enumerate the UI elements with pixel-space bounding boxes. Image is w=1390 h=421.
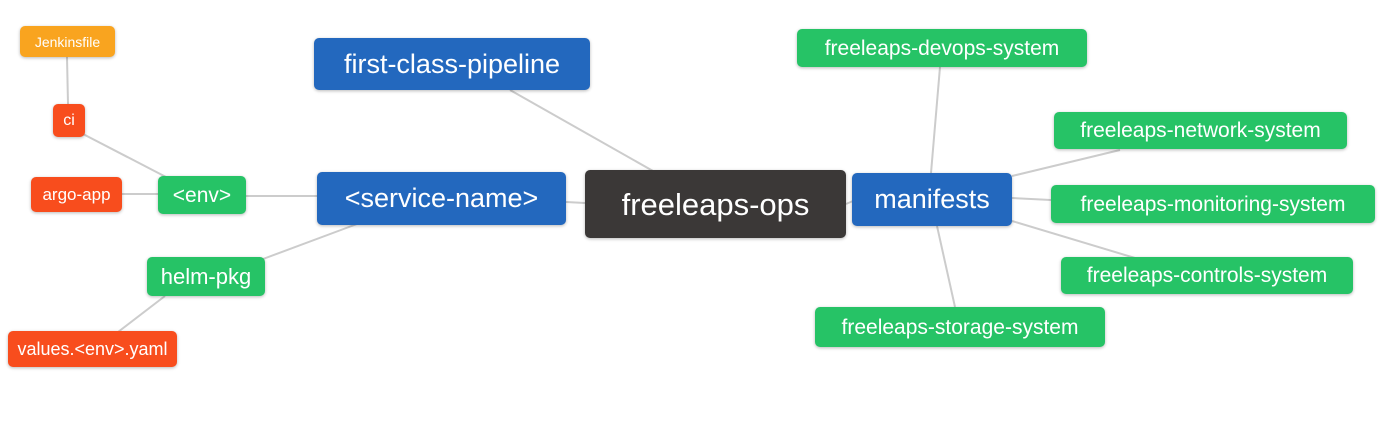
node-manifests[interactable]: manifests <box>852 173 1012 226</box>
node-freeleaps-storage-system[interactable]: freeleaps-storage-system <box>815 307 1105 347</box>
edge-manifests-monitoring <box>1011 197 1052 201</box>
node-freeleaps-controls-system[interactable]: freeleaps-controls-system <box>1061 257 1353 294</box>
node-jenkinsfile[interactable]: Jenkinsfile <box>20 26 115 57</box>
node-helm-pkg[interactable]: helm-pkg <box>147 257 265 296</box>
edge-helm-pkg-values <box>117 295 166 333</box>
node-service-name[interactable]: <service-name> <box>317 172 566 225</box>
node-env[interactable]: <env> <box>158 176 246 214</box>
edge-manifests-devops <box>930 66 941 174</box>
edge-freeleaps-ops-manifests <box>845 200 854 205</box>
node-values-env-yaml[interactable]: values.<env>.yaml <box>8 331 177 367</box>
edge-service-name-freeleaps-ops <box>565 201 586 204</box>
edge-manifests-network <box>1011 149 1121 177</box>
edge-ci-env <box>82 133 167 178</box>
node-freeleaps-network-system[interactable]: freeleaps-network-system <box>1054 112 1347 149</box>
edge-pipeline-freeleaps-ops <box>509 89 654 172</box>
node-argo-app[interactable]: argo-app <box>31 177 122 212</box>
node-freeleaps-devops-system[interactable]: freeleaps-devops-system <box>797 29 1087 67</box>
node-ci[interactable]: ci <box>53 104 85 137</box>
node-freeleaps-monitoring-system[interactable]: freeleaps-monitoring-system <box>1051 185 1375 223</box>
node-freeleaps-ops[interactable]: freeleaps-ops <box>585 170 846 238</box>
edge-manifests-storage <box>936 225 956 308</box>
edge-manifests-controls <box>1011 220 1136 259</box>
edge-service-name-helm-pkg <box>262 223 358 260</box>
node-first-class-pipeline[interactable]: first-class-pipeline <box>314 38 590 90</box>
edge-jenkinsfile-ci <box>66 56 69 105</box>
